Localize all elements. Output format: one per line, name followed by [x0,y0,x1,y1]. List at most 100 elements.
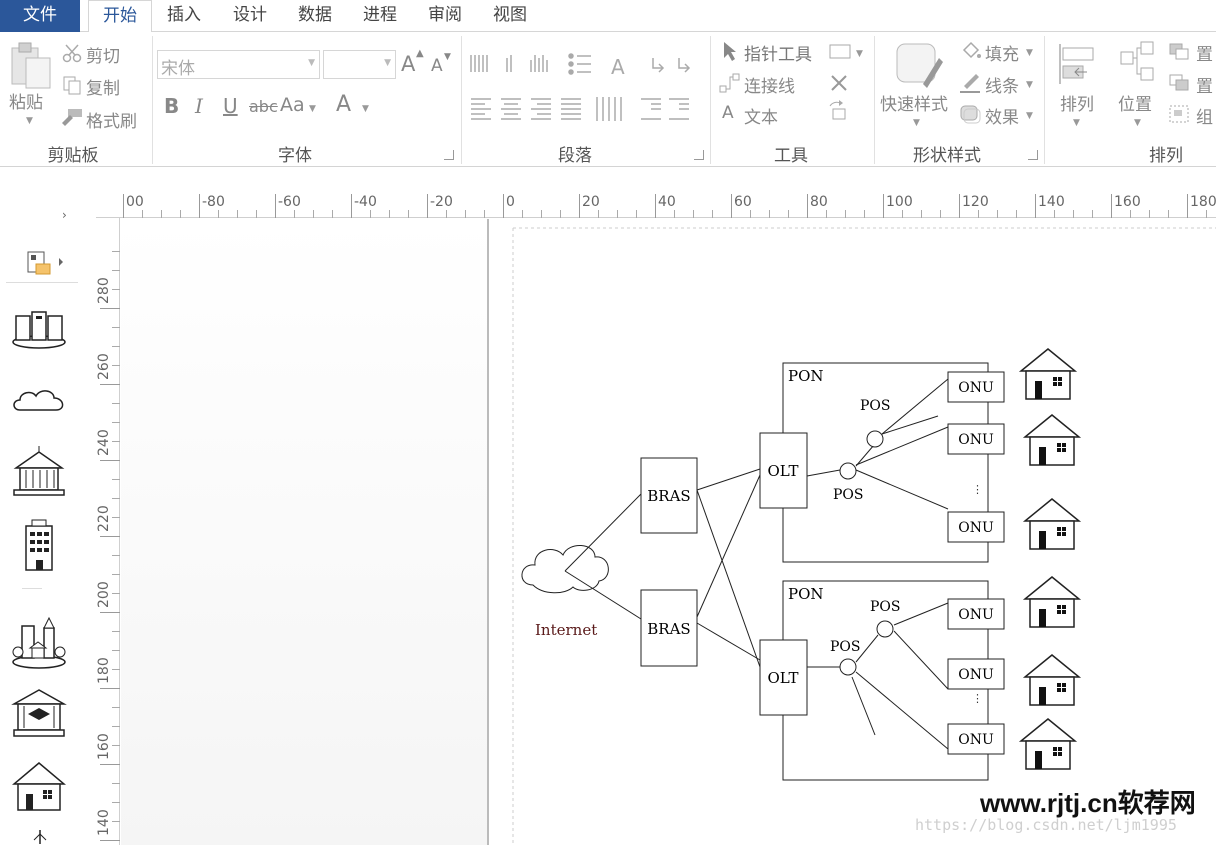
house-icon[interactable] [1022,654,1082,706]
format-painter-button[interactable]: 格式刷 [86,112,137,132]
close-x-icon[interactable] [828,72,850,94]
server-rack-icon[interactable] [10,306,68,350]
change-case-dropdown-icon[interactable]: ▼ [309,104,316,114]
font-color-button[interactable]: A [336,92,352,117]
ruler-label: -80 [202,194,225,210]
font-color-dropdown-icon[interactable]: ▼ [362,104,369,114]
text-tool-button[interactable]: 文本 [744,108,778,128]
tab-home[interactable]: 开始 [88,0,152,33]
bold-button[interactable]: B [164,94,180,118]
paste-button[interactable]: 粘贴 [9,93,43,113]
effects-button[interactable]: 效果 [985,108,1019,128]
line-dropdown-icon[interactable]: ▼ [1026,80,1033,90]
bras-box-bottom[interactable] [640,589,698,667]
tab-data[interactable]: 数据 [298,5,332,25]
connection-point-icon[interactable] [826,100,852,126]
pos-splitter[interactable] [839,462,857,480]
rectangle-shape-icon[interactable]: ▼ [828,42,866,60]
fill-button[interactable]: 填充 [985,45,1019,65]
ruler-label: 60 [734,194,752,210]
copy-button[interactable]: 复制 [86,79,120,99]
city-icon[interactable] [10,614,68,672]
font-name-dropdown-icon[interactable]: ▼ [308,58,315,68]
align-dropdown-icon[interactable]: ▼ [1073,118,1080,128]
pos-splitter[interactable] [876,620,894,638]
change-case-button[interactable]: Aa [280,94,305,116]
bring-front-button[interactable]: 置 [1196,45,1213,65]
cloud-icon[interactable] [10,382,68,418]
position-icon[interactable] [1115,40,1159,92]
house-icon[interactable] [1018,718,1078,770]
group-button[interactable]: 组 [1196,108,1213,128]
tab-design[interactable]: 设计 [233,5,267,25]
pos-splitter[interactable] [839,658,857,676]
tab-process[interactable]: 进程 [363,5,397,25]
ruler-minor-tick [112,821,120,822]
pos-label: POS [830,639,861,655]
bras-box-top[interactable] [640,457,698,534]
government-building-icon[interactable] [10,446,68,500]
underline-button[interactable]: U [223,94,238,118]
shape-styles-dialog-launcher-icon[interactable] [1028,150,1038,160]
pointer-tool-button[interactable]: 指针工具 [744,45,812,65]
tab-insert[interactable]: 插入 [167,5,201,25]
house-icon[interactable] [12,760,66,814]
house-icon[interactable] [1022,414,1082,466]
pos-splitter[interactable] [866,430,884,448]
align-button[interactable]: 排列 [1060,95,1094,115]
onu-box[interactable] [947,371,1005,403]
onu-box[interactable] [947,423,1005,455]
fill-dropdown-icon[interactable]: ▼ [1026,48,1033,58]
font-size-box[interactable]: ▼ [323,50,396,79]
paragraph-top-row-icons[interactable]: A [467,50,707,80]
tab-view[interactable]: 视图 [493,5,527,25]
align-icon[interactable] [1057,40,1101,92]
expand-panel-chevron-icon[interactable]: › [62,208,67,222]
quick-styles-dropdown-icon[interactable]: ▼ [913,118,920,128]
paste-dropdown-icon[interactable]: ▼ [26,116,33,126]
antenna-icon[interactable] [30,828,50,845]
file-menu[interactable]: 文件 [0,0,80,32]
ruler-minor-tick [313,210,314,218]
font-dialog-launcher-icon[interactable] [444,150,454,160]
onu-box[interactable] [947,658,1005,690]
send-back-button[interactable]: 置 [1196,77,1213,97]
font-size-dropdown-icon[interactable]: ▼ [384,58,391,68]
grow-font-button[interactable]: A [401,52,416,76]
school-building-icon[interactable] [10,688,68,742]
paragraph-bottom-row-icons[interactable] [467,94,697,124]
office-building-icon[interactable] [20,518,58,572]
shrink-font-button[interactable]: A [431,56,443,76]
paste-icon[interactable] [8,40,54,92]
tab-review[interactable]: 审阅 [428,5,462,25]
paragraph-dialog-launcher-icon[interactable] [694,150,704,160]
font-name-box[interactable]: 宋体 ▼ [157,50,320,79]
cut-button[interactable]: 剪切 [86,47,120,67]
quick-styles-icon[interactable] [893,40,943,92]
network-diagram[interactable]: PON PON Internet [121,219,1216,845]
quick-styles-button[interactable]: 快速样式 [880,95,948,115]
internet-cloud[interactable] [521,545,609,594]
drawing-canvas[interactable]: PON PON Internet [121,219,1216,845]
house-icon[interactable] [1022,498,1082,550]
line-button[interactable]: 线条 [985,77,1019,97]
strikethrough-button[interactable]: abc [249,97,278,116]
olt-box-bottom[interactable] [759,639,808,716]
italic-button[interactable]: I [195,94,203,118]
onu-box[interactable] [947,598,1005,630]
position-button[interactable]: 位置 [1118,95,1152,115]
onu-box[interactable] [947,723,1005,755]
position-dropdown-icon[interactable]: ▼ [1134,118,1141,128]
olt-box-top[interactable] [759,432,808,509]
line-pen-icon [960,74,980,93]
effects-dropdown-icon[interactable]: ▼ [1026,111,1033,121]
font-name-input[interactable]: 宋体 [161,59,195,79]
group-divider [1044,36,1045,164]
onu-box[interactable] [947,511,1005,543]
house-icon[interactable] [1022,576,1082,628]
house-icon[interactable] [1018,348,1078,400]
stencils-folder-icon[interactable] [26,250,66,278]
connector-button[interactable]: 连接线 [744,77,795,97]
